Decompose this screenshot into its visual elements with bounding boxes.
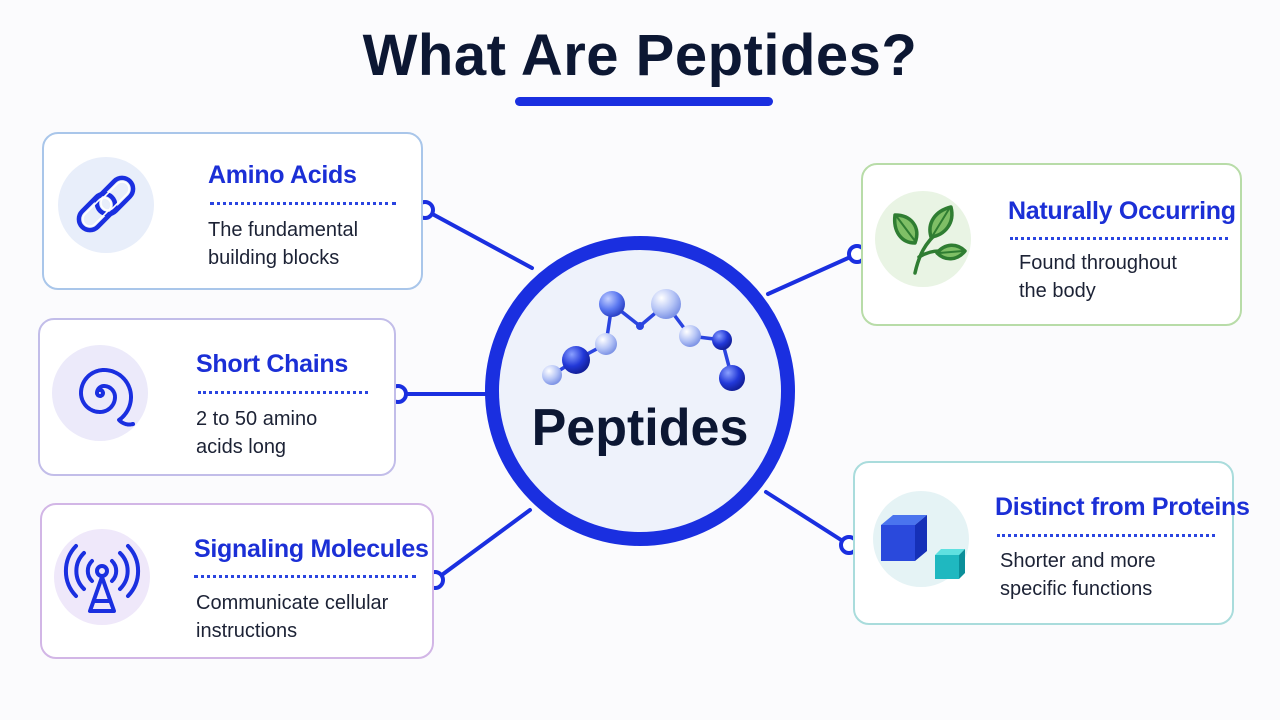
card-distinct-from-proteins: Distinct from Proteins Shorter and more …	[853, 461, 1250, 625]
dotted-divider	[198, 391, 368, 394]
broadcast-tower-icon	[54, 529, 150, 625]
cubes-icon	[873, 491, 969, 587]
card-description-line: specific functions	[1000, 578, 1153, 600]
card-description: 2 to 50 amino acids long	[196, 405, 317, 461]
card-heading: Distinct from Proteins	[995, 493, 1250, 521]
card-naturally-occurring: Naturally Occurring Found throughout the…	[861, 163, 1242, 326]
connector-distinct	[764, 490, 851, 547]
card-description-line: building blocks	[208, 247, 340, 269]
card-description-line: Found throughout	[1019, 252, 1177, 274]
dotted-divider	[997, 534, 1215, 537]
chain-link-icon	[58, 157, 154, 253]
dotted-divider	[194, 575, 416, 578]
card-heading: Signaling Molecules	[194, 535, 429, 563]
spiral-chain-icon	[52, 345, 148, 441]
page-title: What Are Peptides?	[362, 23, 918, 88]
card-signaling-molecules: Signaling Molecules Communicate cellular…	[40, 503, 434, 659]
card-description: Shorter and more specific functions	[1000, 547, 1156, 603]
connector-signal	[433, 508, 532, 582]
card-description-line: Communicate cellular	[196, 592, 389, 614]
connector-amino	[423, 208, 534, 270]
card-heading: Short Chains	[196, 350, 348, 378]
card-description: The fundamental building blocks	[208, 216, 358, 272]
card-description: Found throughout the body	[1019, 249, 1177, 305]
card-heading: Amino Acids	[208, 161, 357, 189]
card-description-line: 2 to 50 amino	[196, 408, 318, 430]
card-description-line: the body	[1019, 280, 1096, 302]
leaves-icon	[875, 191, 971, 287]
card-heading: Naturally Occurring	[1008, 197, 1236, 225]
card-description-line: Shorter and more	[1000, 550, 1156, 572]
card-short-chains: Short Chains 2 to 50 amino acids long	[38, 318, 396, 476]
card-description: Communicate cellular instructions	[196, 589, 388, 645]
title-underline	[515, 97, 773, 106]
card-description-line: The fundamental	[208, 219, 359, 241]
card-amino-acids: Amino Acids The fundamental building blo…	[42, 132, 423, 290]
card-description-line: acids long	[196, 436, 287, 458]
dotted-divider	[1010, 237, 1228, 240]
card-description-line: instructions	[196, 620, 298, 642]
connector-natural	[766, 252, 859, 296]
dotted-divider	[210, 202, 396, 205]
center-label: Peptides	[531, 399, 749, 457]
peptide-molecule-icon	[542, 289, 745, 391]
